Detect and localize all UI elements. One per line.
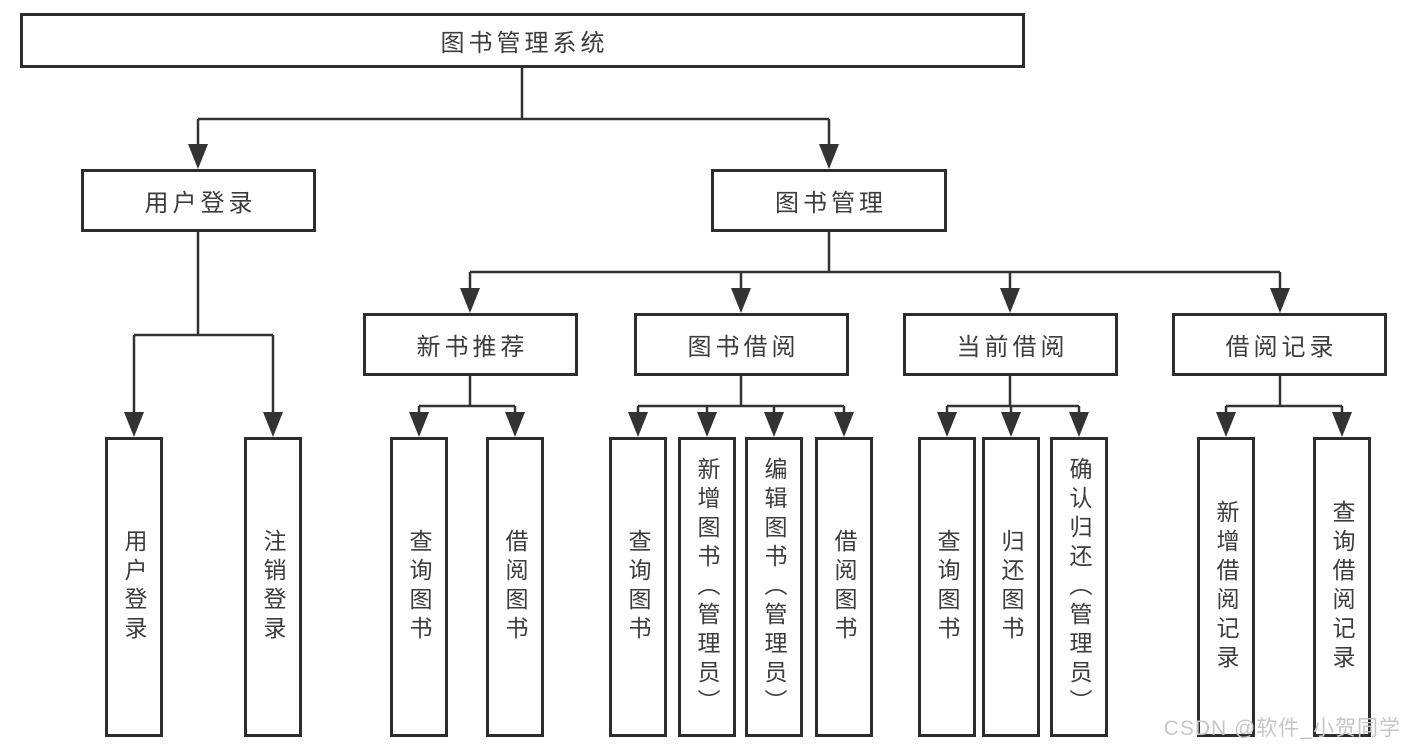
node-new-book-recommend: 新书推荐: [363, 313, 578, 376]
leaf-add-borrow-record: 新增借阅记录: [1197, 437, 1255, 737]
arrowhead-book-borrowing: [731, 288, 751, 313]
leaf-logout: 注销登录: [244, 437, 302, 737]
leaf-query-borrow-record-label: 查询借阅记录: [1329, 500, 1355, 674]
leaf-user-login: 用户登录: [105, 437, 163, 737]
arrowhead-query-books-2: [628, 412, 648, 437]
node-book-borrowing: 图书借阅: [634, 313, 849, 376]
arrowhead-add-book-admin: [697, 412, 717, 437]
leaf-borrow-books-2-label: 借阅图书: [831, 529, 857, 645]
arrowhead-query-books-3: [937, 412, 957, 437]
node-book-borrowing-label: 图书借阅: [687, 334, 800, 361]
leaf-edit-book-admin: 编辑图书（管理员）: [745, 437, 803, 737]
connector-borrowing-records-branch: [1224, 376, 1344, 414]
node-root-label: 图书管理系统: [440, 30, 609, 57]
arrowhead-edit-book-admin: [764, 412, 784, 437]
arrowhead-leaf-logout: [263, 412, 283, 437]
leaf-query-books-3-label: 查询图书: [934, 529, 960, 645]
node-current-borrowing-label: 当前借阅: [956, 334, 1069, 361]
arrowhead-user-login: [188, 144, 208, 169]
node-book-management: 图书管理: [711, 169, 947, 232]
leaf-logout-label: 注销登录: [260, 529, 286, 645]
arrowhead-borrow-books-1: [505, 412, 525, 437]
arrowhead-return-books: [1001, 412, 1021, 437]
leaf-query-books-1-label: 查询图书: [406, 529, 432, 645]
leaf-confirm-return-admin-label: 确认归还（管理员）: [1066, 456, 1092, 718]
arrowhead-current-borrowing: [1000, 288, 1020, 313]
arrowhead-confirm-return-admin: [1069, 412, 1089, 437]
node-current-borrowing: 当前借阅: [903, 313, 1118, 376]
arrowhead-borrowing-records: [1270, 288, 1290, 313]
leaf-borrow-books-1: 借阅图书: [486, 437, 544, 737]
connector-root-to-level2: [196, 68, 831, 146]
leaf-borrow-books-1-label: 借阅图书: [502, 529, 528, 645]
leaf-return-books-label: 归还图书: [998, 529, 1024, 645]
leaf-confirm-return-admin: 确认归还（管理员）: [1050, 437, 1108, 737]
node-user-login-label: 用户登录: [144, 190, 257, 217]
arrowhead-borrow-books-2: [834, 412, 854, 437]
arrowhead-query-books-1: [409, 412, 429, 437]
csdn-watermark: CSDN @软件_小贺同学: [1163, 717, 1401, 740]
node-root: 图书管理系统: [20, 13, 1025, 68]
arrowhead-leaf-user-login: [124, 412, 144, 437]
leaf-query-books-2: 查询图书: [609, 437, 667, 737]
leaf-add-borrow-record-label: 新增借阅记录: [1213, 500, 1239, 674]
node-borrowing-records-label: 借阅记录: [1225, 334, 1338, 361]
leaf-add-book-admin: 新增图书（管理员）: [678, 437, 736, 737]
connector-new-book-recommend-branch: [417, 376, 517, 414]
node-book-management-label: 图书管理: [775, 190, 887, 217]
leaf-user-login-label: 用户登录: [121, 529, 147, 645]
leaf-edit-book-admin-label: 编辑图书（管理员）: [761, 456, 787, 718]
arrowhead-new-book-recommend: [460, 288, 480, 313]
leaf-return-books: 归还图书: [982, 437, 1040, 737]
arrowhead-book-management: [819, 144, 839, 169]
leaf-add-book-admin-label: 新增图书（管理员）: [694, 456, 720, 718]
arrowhead-query-borrow-record: [1332, 412, 1352, 437]
connector-book-borrowing-branch: [636, 376, 846, 414]
leaf-query-borrow-record: 查询借阅记录: [1313, 437, 1371, 737]
node-user-login: 用户登录: [81, 169, 316, 232]
node-new-book-recommend-label: 新书推荐: [416, 334, 529, 361]
connector-user-login-branch: [132, 232, 275, 414]
leaf-query-books-2-label: 查询图书: [625, 529, 651, 645]
leaf-query-books-3: 查询图书: [918, 437, 976, 737]
arrowhead-add-borrow-record: [1216, 412, 1236, 437]
node-borrowing-records: 借阅记录: [1172, 313, 1387, 376]
connector-book-management-branch: [468, 232, 1282, 290]
leaf-borrow-books-2: 借阅图书: [815, 437, 873, 737]
leaf-query-books-1: 查询图书: [390, 437, 448, 737]
connector-current-borrowing-branch: [945, 376, 1081, 414]
